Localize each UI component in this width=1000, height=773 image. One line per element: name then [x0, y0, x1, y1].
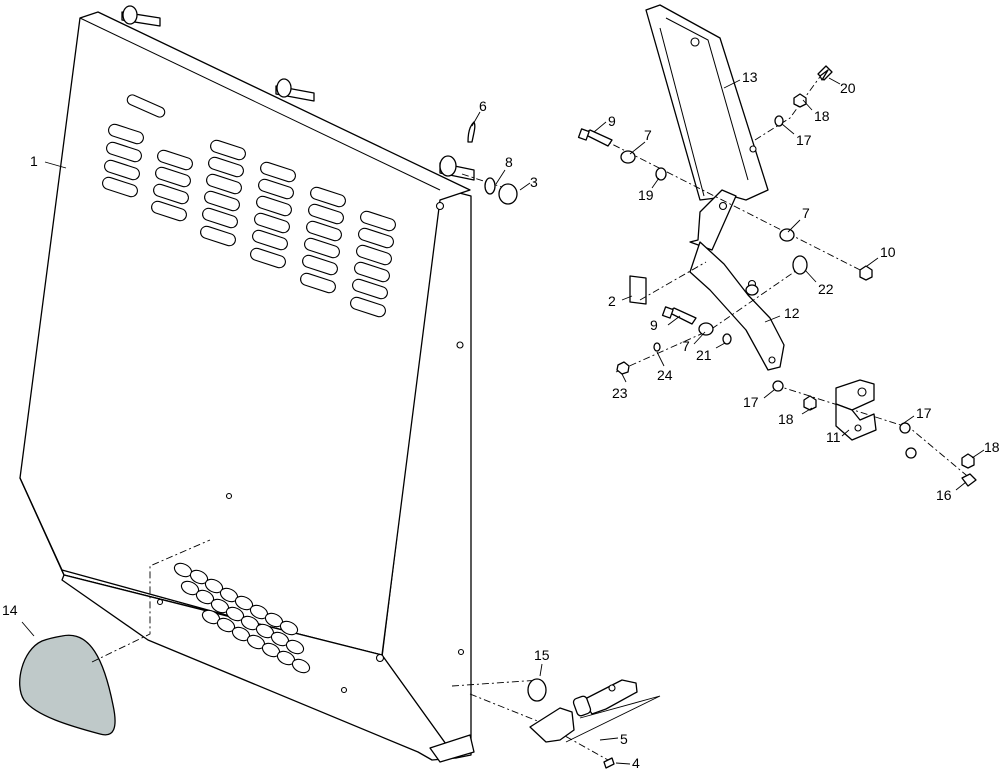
lockwasher-17-upper [774, 115, 784, 127]
callout-1: 1 [30, 153, 38, 169]
arm-centerline-upper [599, 137, 871, 276]
callout-19: 19 [638, 187, 654, 203]
callout-7-mid: 7 [802, 205, 810, 221]
gasket-centerline [91, 539, 211, 663]
callout-8: 8 [505, 154, 513, 170]
side-panel [19, 5, 475, 763]
spacer-19 [655, 167, 667, 181]
corner-hole [435, 201, 445, 211]
callout-12: 12 [784, 305, 800, 321]
leader-lines [21, 77, 985, 765]
lockwasher-24 [653, 342, 661, 352]
decal-2 [629, 275, 647, 305]
callout-10: 10 [880, 244, 896, 260]
flange-hole [456, 341, 464, 349]
callout-16: 16 [936, 487, 952, 503]
washer-right [905, 447, 917, 459]
screw-4 [603, 757, 615, 769]
nut-10 [859, 265, 873, 281]
bushing-15 [527, 678, 547, 702]
callout-5: 5 [620, 731, 628, 747]
arm-bracket-12 [689, 189, 785, 371]
nut-23 [616, 361, 630, 375]
lower-vent-grid [173, 562, 311, 674]
bottom-tab [429, 734, 475, 763]
callout-7-upper: 7 [644, 127, 652, 143]
callout-18-left: 18 [778, 411, 794, 427]
washer-near-22 [745, 284, 759, 296]
callout-23: 23 [612, 385, 628, 401]
callout-22: 22 [818, 281, 834, 297]
callout-2: 2 [608, 293, 616, 309]
bolt-9-lower [661, 306, 697, 325]
corner-hole [375, 653, 385, 663]
callout-20: 20 [840, 80, 856, 96]
callout-21: 21 [696, 347, 712, 363]
latch-bracket [529, 679, 638, 743]
spacer-21 [722, 333, 732, 345]
callout-9-lower: 9 [650, 317, 658, 333]
nut-18-left [803, 395, 817, 411]
callout-labels: 1 2 3 4 5 6 7 7 7 8 9 9 10 11 12 13 14 1… [2, 69, 1000, 771]
nut-18-right [961, 453, 975, 469]
arm-centerline-lower [615, 267, 801, 373]
top-rim [79, 17, 441, 191]
callout-17-right: 17 [916, 405, 932, 421]
callout-11: 11 [826, 429, 841, 445]
callout-24: 24 [657, 367, 673, 383]
callout-14: 14 [2, 602, 18, 618]
hair-pin [467, 121, 476, 143]
panel-hole [156, 598, 164, 606]
callout-3: 3 [530, 174, 538, 190]
bolt-16 [961, 473, 977, 487]
callout-9-upper: 9 [608, 113, 616, 129]
bolt-9-upper [577, 128, 613, 147]
top-pin-left [121, 5, 161, 27]
lockwasher-17-right [899, 422, 911, 434]
callout-18-upper: 18 [814, 108, 830, 124]
callout-13: 13 [742, 69, 758, 85]
nut-18-upper [793, 93, 807, 108]
cap-3 [498, 183, 518, 205]
bracket-11 [835, 379, 877, 441]
latch-bracket-outline [565, 695, 661, 743]
washer-7-mid [779, 228, 795, 242]
mount-arm-13 [645, 4, 769, 201]
washer-7-lower [698, 322, 714, 336]
lower-bend-line [19, 477, 65, 576]
arm-centerline-decal [639, 261, 707, 301]
top-pin-middle [275, 78, 315, 102]
panel-hole [340, 686, 348, 694]
callout-17-upper: 17 [796, 132, 812, 148]
washer-7-upper [620, 150, 636, 164]
pin-centerline [461, 173, 506, 189]
upper-louver-grid [102, 123, 396, 318]
gasket [19, 634, 116, 736]
washer-8 [484, 177, 496, 195]
lockwasher-17-left [772, 380, 784, 392]
bolt-20 [817, 65, 833, 81]
flange-hole [457, 648, 465, 656]
callout-17-left: 17 [743, 394, 759, 410]
callout-4: 4 [632, 755, 640, 771]
callout-6: 6 [479, 98, 487, 114]
callout-7-lower: 7 [682, 338, 690, 354]
callout-18-right: 18 [984, 439, 1000, 455]
callout-15: 15 [534, 647, 550, 663]
spacer-22 [792, 255, 808, 275]
top-slot [126, 94, 166, 118]
arm-centerline-right [754, 73, 823, 141]
top-pin-right [439, 155, 475, 181]
panel-hole [225, 492, 233, 500]
